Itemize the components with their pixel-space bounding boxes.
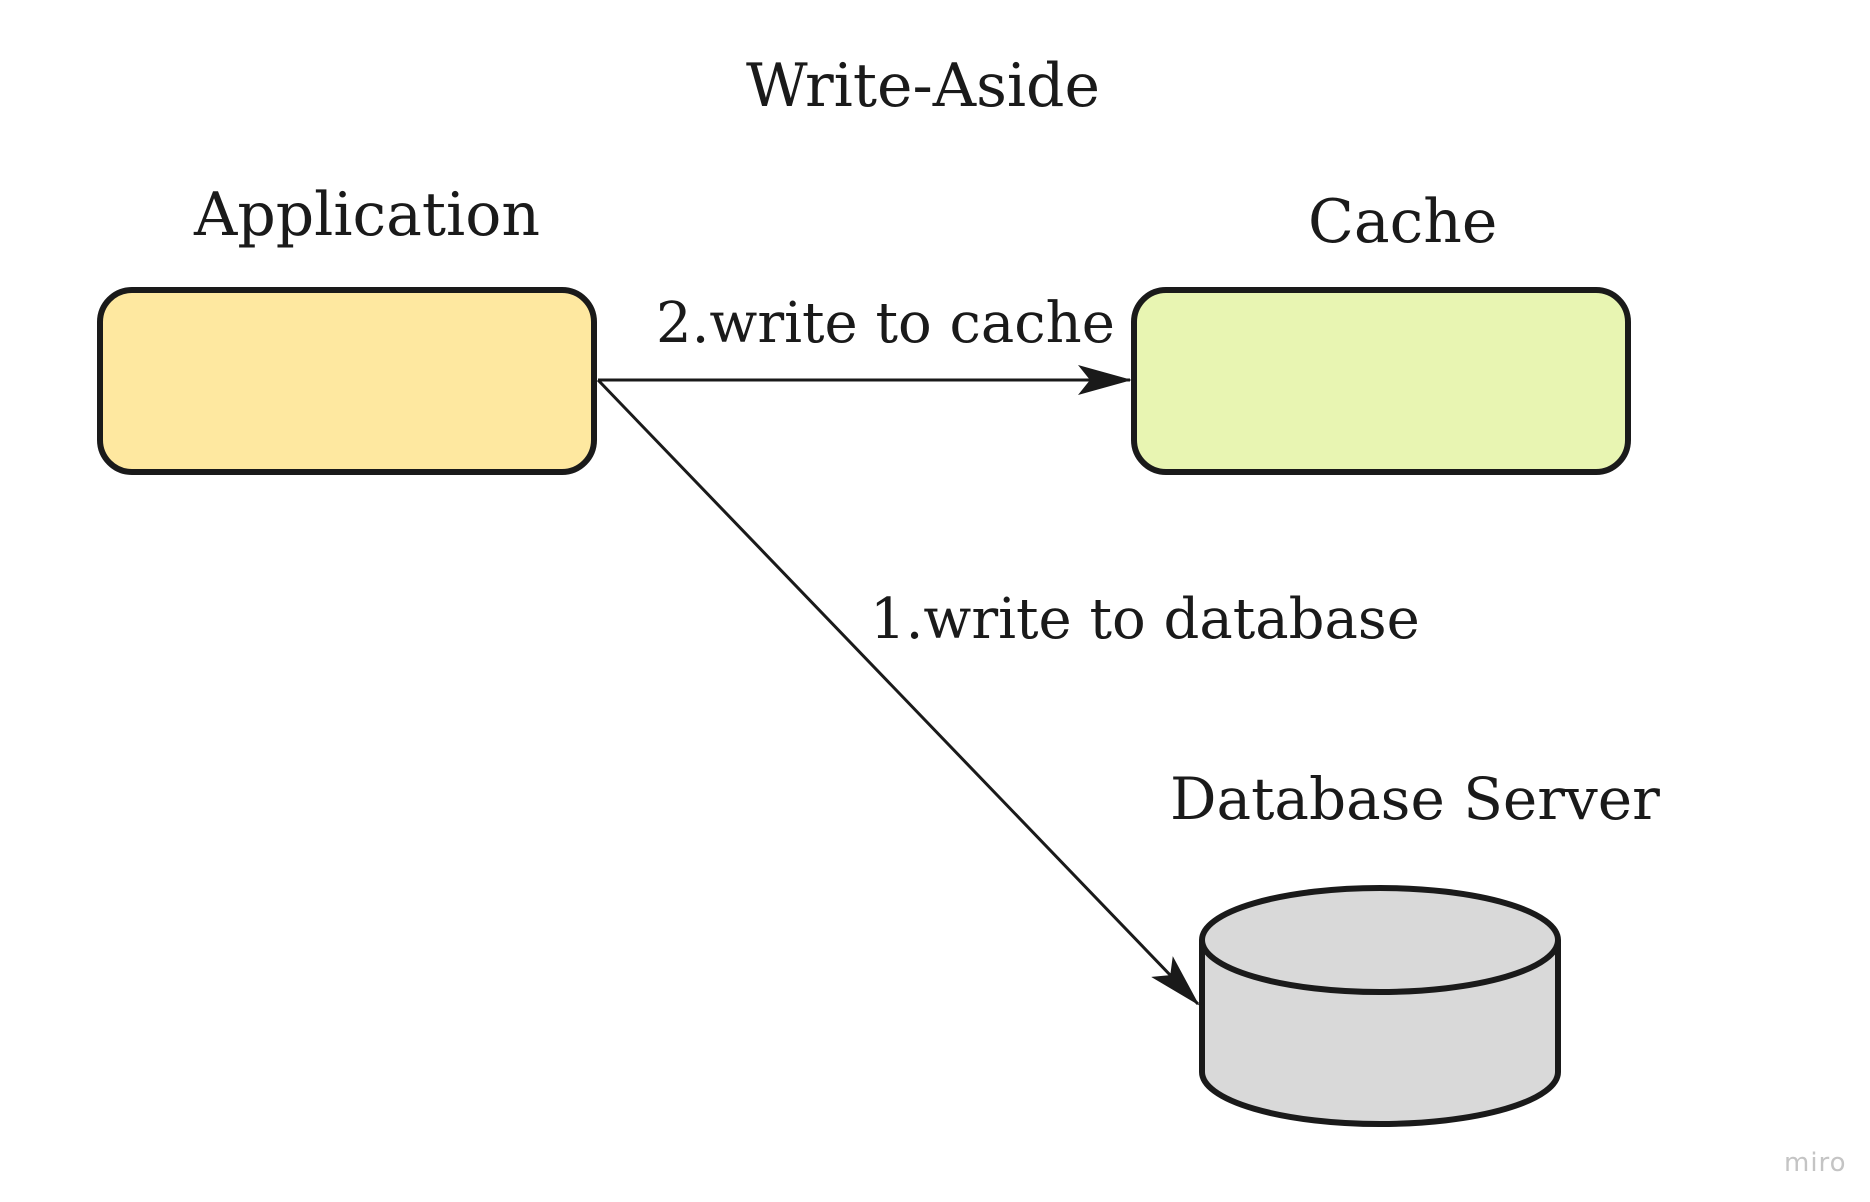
cache-label: Cache — [1308, 187, 1498, 257]
edge-write-to-database-label: 1.write to database — [870, 587, 1420, 652]
database-node[interactable] — [1199, 885, 1561, 1127]
diagram-title: Write-Aside — [746, 51, 1100, 121]
edge-write-to-database[interactable] — [596, 378, 1200, 1006]
application-node[interactable] — [97, 287, 597, 475]
database-cylinder-top — [1199, 885, 1561, 995]
database-label: Database Server — [1170, 765, 1660, 833]
application-label: Application — [194, 180, 540, 250]
cache-node[interactable] — [1131, 287, 1631, 475]
edge-write-to-cache-label: 2.write to cache — [656, 291, 1115, 356]
miro-watermark: miro — [1784, 1148, 1847, 1178]
